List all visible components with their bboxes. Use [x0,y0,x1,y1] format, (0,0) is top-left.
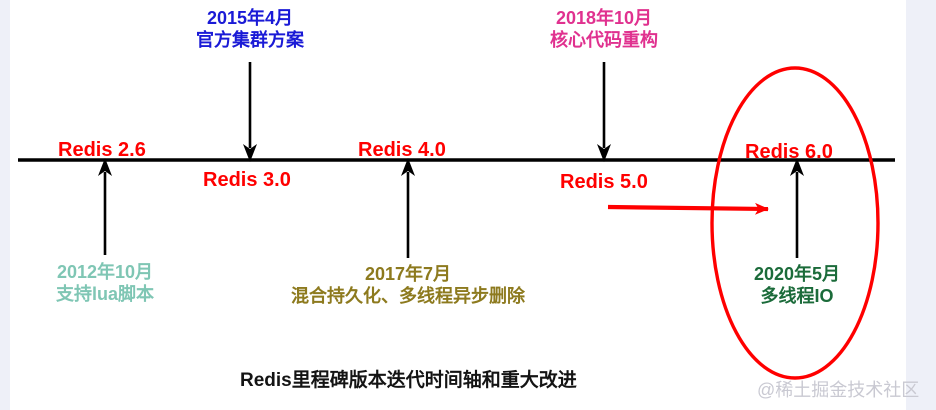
milestone-2018-event: 核心代码重构 [550,29,658,50]
connector-2020 [790,158,804,258]
connector-2012 [98,158,112,255]
connector-2018 [597,62,611,162]
left-edge-strip [0,0,10,410]
connector-2017 [401,158,415,258]
figure-caption: Redis里程碑版本迭代时间轴和重大改进 [240,370,577,391]
right-edge-strip [906,0,936,410]
milestone-2015-date: 2015年4月 [206,8,294,28]
version-label-redis-2-6: Redis 2.6 [58,139,146,161]
milestone-2017-date: 2017年7月 [364,264,452,284]
milestone-2018: 2018年10月 核心代码重构 [514,8,694,52]
milestone-2012-event: 支持lua脚本 [55,283,154,304]
milestone-2012: 2012年10月 支持lua脚本 [23,262,187,306]
highlight-ellipse [710,66,880,380]
version-label-redis-4-0: Redis 4.0 [358,139,446,161]
milestone-2012-date: 2012年10月 [56,262,154,282]
milestone-2018-date: 2018年10月 [555,8,653,28]
highlight-arrow [607,202,769,215]
milestone-2020-date: 2020年5月 [753,264,841,284]
milestone-2020: 2020年5月 多线程IO [727,264,867,308]
milestone-2015: 2015年4月 官方集群方案 [160,8,340,52]
connector-2015 [243,62,257,162]
milestone-2020-event: 多线程IO [760,285,834,306]
version-label-redis-3-0: Redis 3.0 [203,169,291,191]
version-label-redis-6-0: Redis 6.0 [745,141,833,163]
version-label-redis-5-0: Redis 5.0 [560,171,648,193]
milestone-2017: 2017年7月 混合持久化、多线程异步删除 [253,264,563,308]
milestone-2015-event: 官方集群方案 [196,29,304,50]
milestone-2017-event: 混合持久化、多线程异步删除 [291,285,525,306]
watermark: @稀土掘金技术社区 [757,380,920,400]
